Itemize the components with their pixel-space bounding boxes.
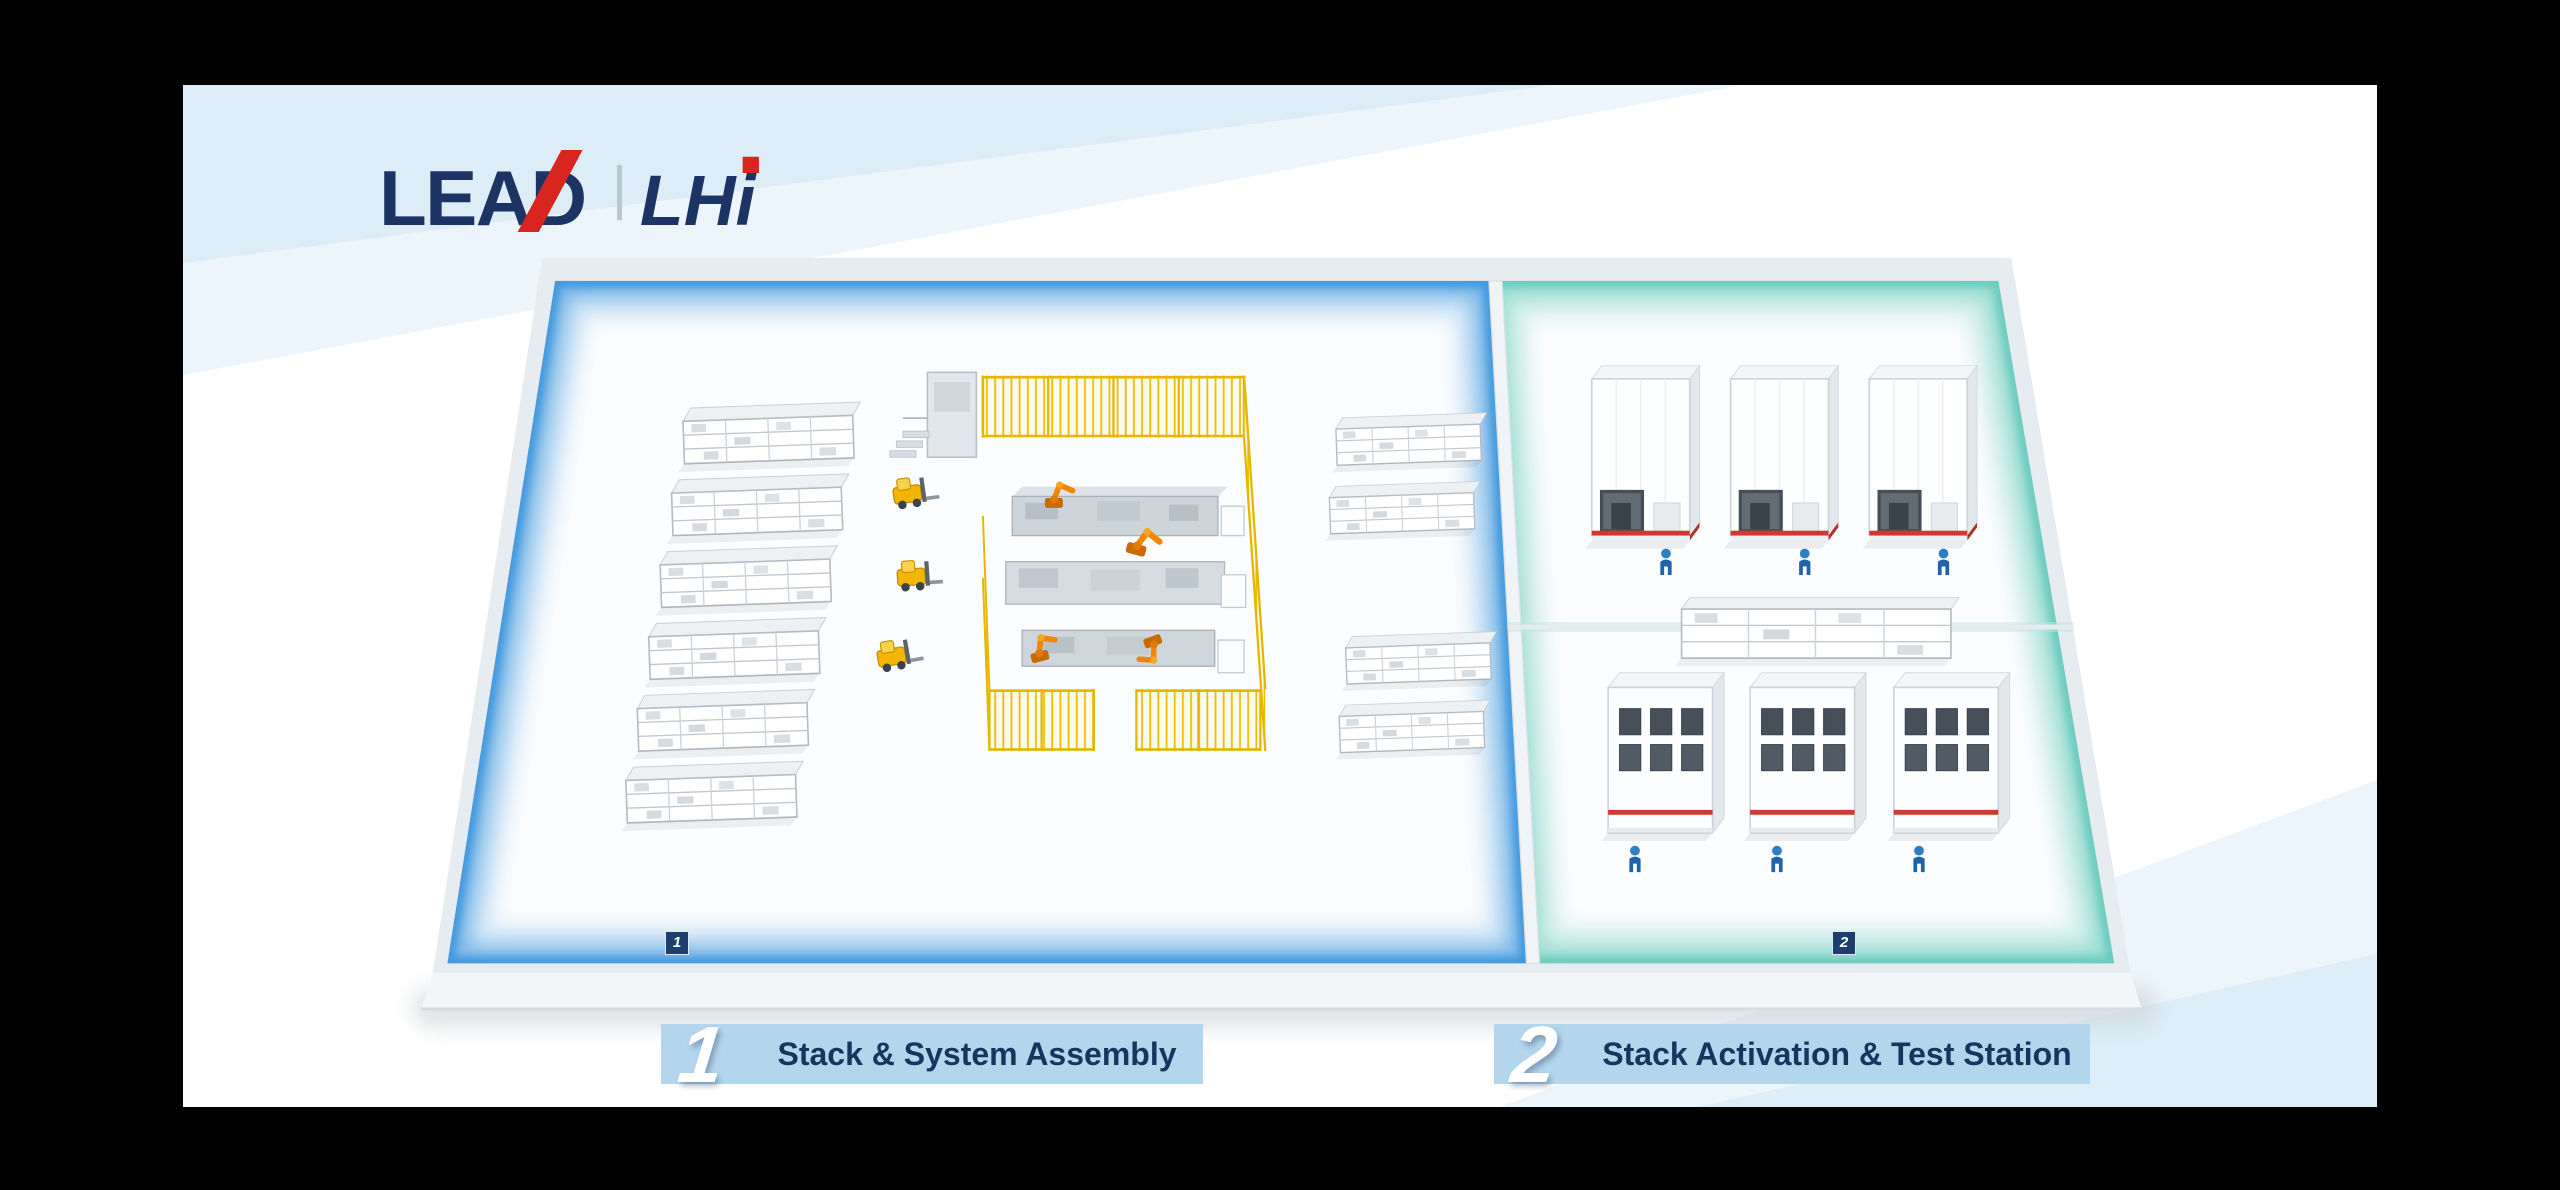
storage-rack [675,401,864,473]
legend-item-1: 1 Stack & System Assembly [661,1009,1203,1099]
legend-item-2: 2 Stack Activation & Test Station [1494,1009,2090,1099]
storage-rack [1329,412,1490,474]
storage-rack [1322,480,1483,542]
safety-fence [981,375,1267,752]
storage-rack [663,473,852,545]
storage-rack [640,616,830,689]
content-panel: LEAD LHi [183,85,2377,1107]
storage-rack-long [1674,596,1960,668]
zone1-floor-marker: 1 [665,931,689,955]
test-chamber [1584,364,1701,550]
factory-floor-svg [411,258,2159,1029]
storage-rack [629,688,818,761]
legend-number-1: 1 [674,1009,729,1099]
legend-label-1: Stack & System Assembly [777,1035,1177,1072]
work-platform [889,371,978,459]
test-chamber [1600,671,1725,842]
storage-rack [1332,699,1493,761]
assembly-machines [1005,486,1247,674]
logo-divider [617,164,622,221]
storage-rack [618,760,807,833]
legend-label-2: Stack Activation & Test Station [1602,1035,2072,1072]
logo-graphic: LEAD LHi [379,140,759,242]
zone2-floor-marker: 2 [1832,931,1856,955]
logo-secondary-text: LHi [640,161,758,232]
front-skirt [421,973,2142,1010]
legend-number-2: 2 [1507,1009,1562,1099]
storage-rack [652,544,841,617]
test-chamber [1742,671,1867,842]
test-chamber [1861,364,1978,550]
factory-floor-illustration [183,85,2377,1107]
test-chamber [1886,671,2011,842]
logo-i-dot-icon [742,156,759,174]
storage-rack [1339,630,1500,692]
test-chamber [1723,364,1840,550]
company-logo: LEAD LHi [379,140,816,242]
front-skirt-edge [421,1007,2142,1011]
